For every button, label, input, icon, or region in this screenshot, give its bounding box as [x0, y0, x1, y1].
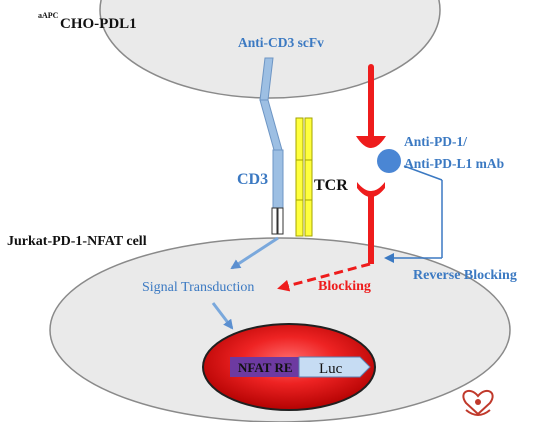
nfat-re-label: NFAT RE [238, 360, 293, 375]
pd1-receptor [357, 182, 385, 264]
reverse-blocking-arrow [384, 165, 443, 263]
apc-superscript: aAPC [38, 11, 59, 20]
nucleus-arrow [211, 302, 234, 330]
antibody-blob [377, 149, 401, 173]
blocking-label: Blocking [318, 279, 371, 294]
signal-transduction-label: Signal Transduction [142, 280, 254, 295]
tcr-receptor [295, 117, 313, 237]
jurkat-cell-label: Jurkat-PD-1-NFAT cell [7, 234, 147, 249]
cd3-label: CD3 [237, 171, 268, 188]
nfat-re-box [230, 357, 299, 377]
apc-cell-label: CHO-PDL1 [60, 16, 137, 32]
anti-cd3-label: Anti-CD3 scFv [238, 35, 324, 50]
apc-cell [99, 0, 441, 99]
blocking-arrow [277, 262, 371, 292]
cd3-receptor [259, 57, 284, 235]
antibody-label-line1: Anti-PD-1/ [404, 134, 467, 149]
heart-hands-logo-icon [462, 389, 494, 416]
tcr-label: TCR [314, 177, 348, 194]
antibody-label-line2: Anti-PD-L1 mAb [404, 156, 504, 171]
signal-arrow [230, 236, 279, 270]
reverse-blocking-label: Reverse Blocking [413, 268, 517, 283]
pdl1-ligand [356, 64, 386, 148]
luc-label: Luc [319, 361, 343, 377]
luc-box [298, 356, 371, 378]
